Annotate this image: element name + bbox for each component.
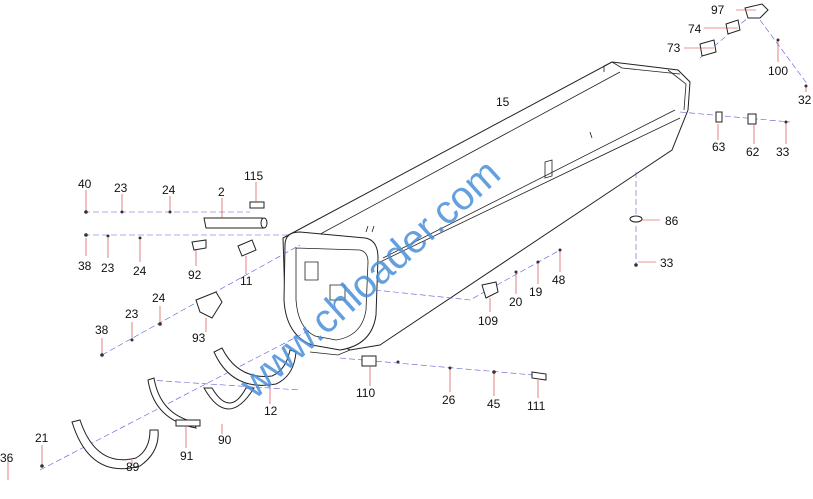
label-23-top: 23 <box>114 181 128 195</box>
label-23-mid: 23 <box>101 261 115 275</box>
label-63: 63 <box>712 140 726 154</box>
label-93: 93 <box>192 331 206 345</box>
label-91: 91 <box>180 449 194 463</box>
label-24-mid: 24 <box>133 264 147 278</box>
label-48: 48 <box>552 273 566 287</box>
fastener-dots <box>40 38 808 468</box>
label-38-top: 38 <box>78 259 92 273</box>
label-86: 86 <box>665 214 679 228</box>
label-15: 15 <box>496 95 510 109</box>
label-2: 2 <box>218 185 225 199</box>
label-33-right: 33 <box>776 145 790 159</box>
boom-body <box>282 61 691 356</box>
leader-lines <box>7 9 807 480</box>
hardware-parts <box>191 3 769 381</box>
label-24-low: 24 <box>152 291 166 305</box>
label-62: 62 <box>746 145 760 159</box>
label-73: 73 <box>667 41 681 55</box>
label-21: 21 <box>35 431 49 445</box>
label-90: 90 <box>218 433 232 447</box>
label-115: 115 <box>244 169 263 183</box>
label-74: 74 <box>688 22 702 36</box>
label-20: 20 <box>509 295 523 309</box>
label-97: 97 <box>711 3 725 17</box>
label-45: 45 <box>487 397 501 411</box>
label-110: 110 <box>356 386 375 400</box>
label-92: 92 <box>188 268 202 282</box>
label-26: 26 <box>442 393 456 407</box>
label-23-low: 23 <box>125 307 139 321</box>
label-33-bottom: 33 <box>660 256 674 270</box>
label-40: 40 <box>78 177 92 191</box>
part-number-labels: 97 74 73 100 32 15 63 62 33 86 33 40 23 … <box>0 3 812 474</box>
label-100: 100 <box>768 64 788 78</box>
label-32: 32 <box>798 93 812 107</box>
label-36: 36 <box>0 451 14 465</box>
label-19: 19 <box>529 285 543 299</box>
label-11: 11 <box>240 274 253 288</box>
label-12: 12 <box>264 404 278 418</box>
label-38-low: 38 <box>95 323 109 337</box>
label-24-top: 24 <box>162 183 176 197</box>
label-109: 109 <box>478 314 498 328</box>
label-111: 111 <box>527 399 546 413</box>
curved-plates <box>71 347 297 470</box>
label-89: 89 <box>126 460 140 474</box>
